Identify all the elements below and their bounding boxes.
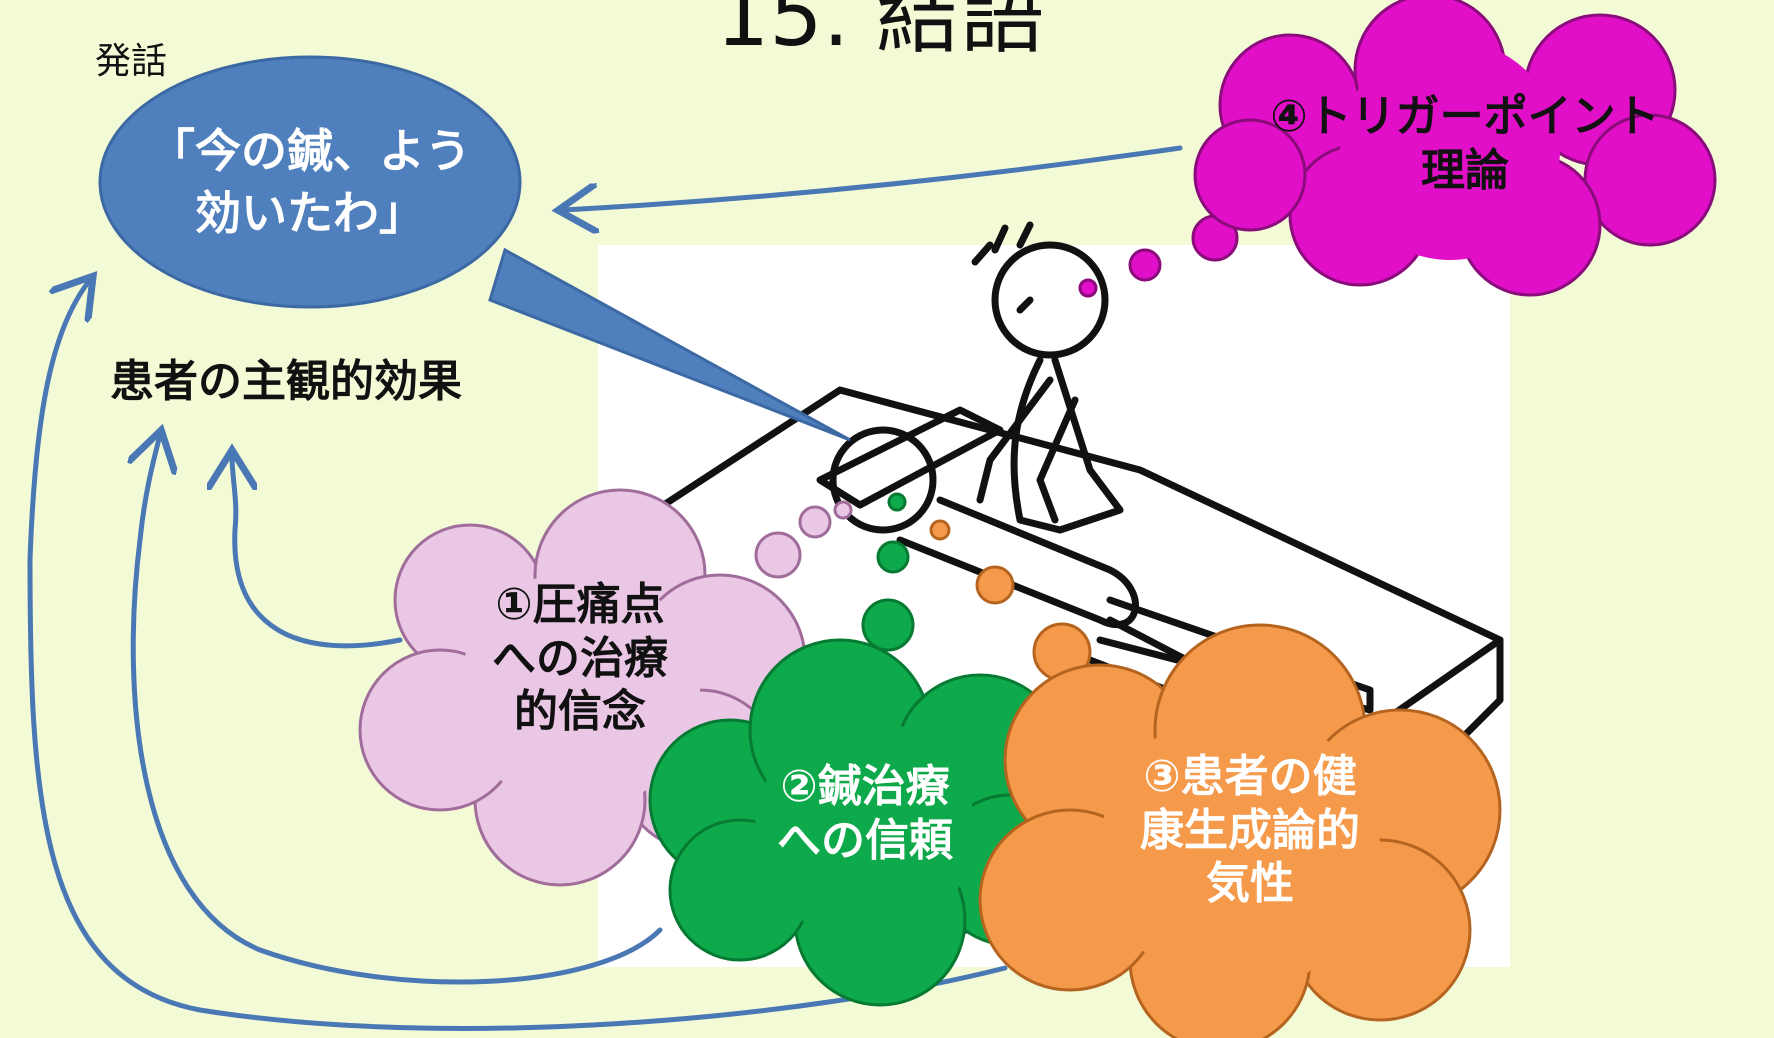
cloud-trigger-point	[1193, 0, 1717, 297]
arrow-trigger-to-speech	[563, 145, 1183, 210]
practitioner-body	[1010, 356, 1124, 534]
speech-bubble	[98, 55, 851, 442]
cloud-pressure-point-text: ①圧痛点 への治療 的信念	[492, 579, 668, 738]
patient-head	[829, 426, 937, 534]
patient-effect-label: 患者の主観的効果	[110, 356, 462, 407]
influence-arrows	[27, 145, 1183, 1031]
speech-bubble-tail	[488, 247, 851, 442]
practitioner-head	[991, 241, 1109, 359]
practitioner-arm-right	[1036, 396, 1079, 524]
arrow-cloud1-to-effect	[232, 455, 403, 649]
practitioner-hair	[971, 221, 1034, 266]
speech-bubble-text: 「今の鍼、よう 効いたわ」	[149, 124, 471, 241]
thought-dots	[754, 214, 1239, 682]
speech-bubble-body	[98, 55, 522, 309]
pillow	[816, 406, 1004, 509]
practitioner-arm-left	[976, 376, 1054, 504]
cloud-patient-temperament-text: ③患者の健 康生成論的 気性	[1140, 751, 1360, 910]
arrow-cloud2-to-effect	[133, 435, 663, 985]
cloud-acupuncture-trust-text: ②鍼治療 への信頼	[777, 761, 953, 866]
speech-label: 発話	[95, 41, 168, 82]
cloud-patient-temperament	[978, 623, 1502, 1038]
arrow-cloud3-to-speech	[27, 280, 1008, 1031]
cloud-trigger-point-text: ④トリガーポイント 理論	[1270, 91, 1660, 196]
page-title: 15. 結語	[715, 0, 1045, 65]
